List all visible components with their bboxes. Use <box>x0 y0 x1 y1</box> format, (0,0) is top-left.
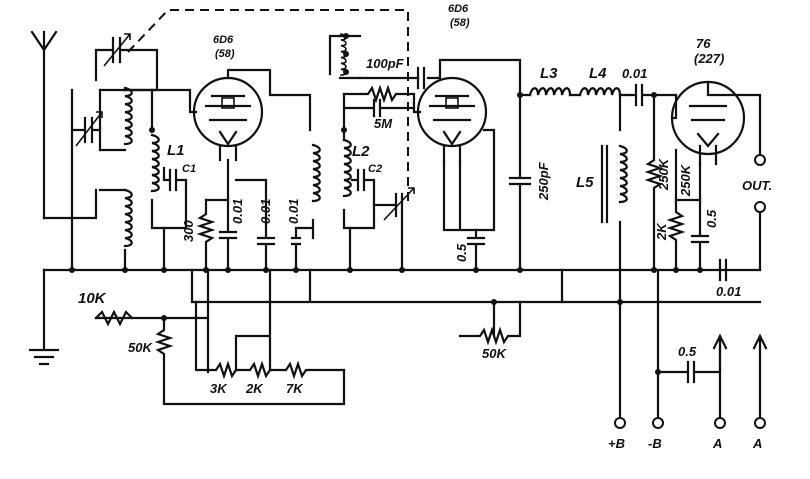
cap-det-cathode-label: 0.5 <box>454 243 469 262</box>
output-terminals <box>754 154 766 272</box>
voltage-divider <box>194 268 346 380</box>
tube-2-alt: (58) <box>450 17 470 29</box>
res-50k-left-label: 50K <box>128 340 153 355</box>
res-250k-1-label: 250K <box>656 157 671 191</box>
cap-filament-label: 0.5 <box>678 344 697 359</box>
res-div-3k-label: 3K <box>210 381 228 396</box>
cap-c2-label: C2 <box>368 163 382 175</box>
ground-symbol <box>28 268 60 366</box>
antenna-trimmer-cap <box>70 88 103 152</box>
coil-l4 <box>578 87 622 97</box>
stage1-top-cap <box>226 68 312 132</box>
cap-bypass-3-label: 0.01 <box>286 199 301 224</box>
antenna <box>30 30 58 220</box>
a-label-1: A <box>712 436 722 451</box>
res-250k-1 <box>644 93 664 272</box>
antenna-link-wire <box>42 88 98 272</box>
cap-out-cathode-label: 0.5 <box>704 209 719 228</box>
cap-coupling <box>626 83 678 107</box>
res-50k-left <box>154 316 346 406</box>
b-minus-label: -B <box>648 436 662 451</box>
tuning-cap-2 <box>372 187 415 272</box>
tube-2-type: 6D6 <box>448 3 469 15</box>
cap-bypass-1-label: 0.01 <box>230 199 245 224</box>
tickler-coil <box>328 32 362 80</box>
cap-bypass-2-label: 0.01 <box>258 199 273 224</box>
tube-3-alt: (227) <box>694 51 724 66</box>
coil-l2 <box>341 127 353 272</box>
tube-2 <box>416 76 488 164</box>
output-plate-wire <box>670 80 762 157</box>
b-plus-label: +B <box>608 436 625 451</box>
res-div-2k-label: 2K <box>245 381 264 396</box>
lower-bus-1 <box>190 268 762 304</box>
cap-250pf-label: 250pF <box>536 161 551 201</box>
tube-1-type: 6D6 <box>213 34 234 46</box>
cap-det-cathode <box>442 128 496 272</box>
coil-l3 <box>528 87 572 97</box>
cap-c1 <box>162 166 188 230</box>
cap-coupling-label: 0.01 <box>622 66 647 81</box>
cap-bypass-2 <box>234 178 276 272</box>
out-label: OUT. <box>742 178 772 193</box>
cap-c2 <box>348 168 376 230</box>
coil-l2-label: L2 <box>352 143 370 160</box>
cap-filament <box>686 360 696 384</box>
cap-c1-label: C1 <box>182 163 196 175</box>
res-5m-label: 5M <box>374 116 393 131</box>
tube-1 <box>192 76 264 162</box>
res-div-7k-label: 7K <box>286 381 304 396</box>
coil-l3-label: L3 <box>540 65 558 82</box>
coil-l5 <box>600 93 629 422</box>
res-2k-label: 2K <box>654 222 669 241</box>
coil-l1 <box>149 88 166 272</box>
res-10k <box>94 309 134 327</box>
coil-l4-label: L4 <box>589 65 607 82</box>
cap-100pf <box>416 66 426 90</box>
res-300 <box>196 158 230 272</box>
antenna-coil <box>98 86 133 272</box>
interstage-coil <box>290 143 322 272</box>
res-300-label: 300 <box>181 220 196 242</box>
res-50k-mid-label: 50K <box>482 346 507 361</box>
res-50k-mid <box>458 268 564 346</box>
cap-100pf-label: 100pF <box>366 56 405 71</box>
regen-wire <box>358 58 522 97</box>
cap-bypass-1 <box>218 198 238 272</box>
a-wires <box>712 333 768 422</box>
tuning-capacitor <box>94 33 159 92</box>
coil-l5-label: L5 <box>576 174 594 191</box>
stage1-grid-wire <box>123 88 198 114</box>
supply-terminals <box>614 417 766 429</box>
cap-out-cathode <box>690 198 710 272</box>
a-label-2: A <box>752 436 762 451</box>
tube-1-alt: (58) <box>215 48 235 60</box>
tube-3-type: 76 <box>696 36 711 51</box>
coil-l1-label: L1 <box>167 142 185 159</box>
res-250k-2-label: 250K <box>678 163 693 197</box>
junction-dots <box>69 92 703 375</box>
res-10k-label: 10K <box>78 290 107 307</box>
cap-250pf <box>508 93 532 272</box>
cap-out-bypass-label: 0.01 <box>716 284 741 299</box>
cap-out-bypass <box>718 258 728 282</box>
